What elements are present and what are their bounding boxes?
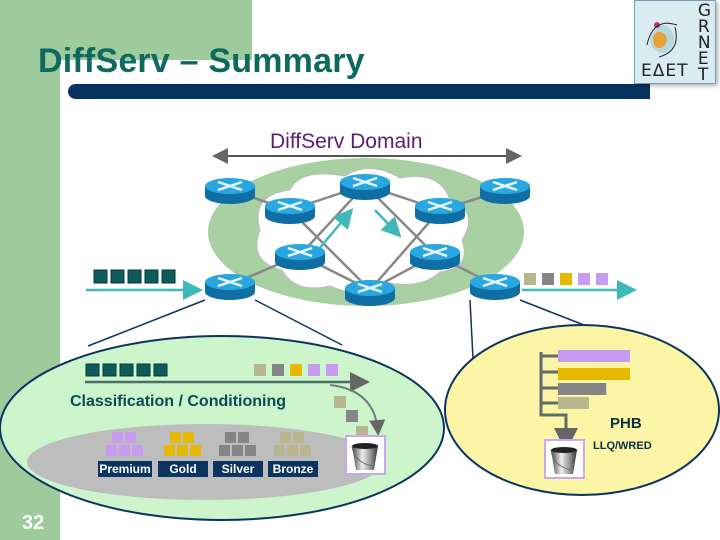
router-icon bbox=[265, 198, 315, 224]
router-icon bbox=[275, 244, 325, 270]
packet bbox=[596, 273, 608, 285]
zoom-line bbox=[87, 299, 206, 347]
queue-bar-premium bbox=[558, 350, 630, 362]
router-icon bbox=[205, 178, 255, 204]
queue-bar-gold bbox=[558, 368, 630, 380]
class-stack-premium bbox=[106, 432, 143, 456]
packet bbox=[326, 364, 338, 376]
router-icon bbox=[415, 198, 465, 224]
page-number: 32 bbox=[22, 512, 45, 534]
llq-wred-label: LLQ/WRED bbox=[593, 440, 652, 452]
packet bbox=[127, 269, 142, 284]
class-tag-bronze: Bronze bbox=[268, 461, 318, 477]
phb-label: PHB bbox=[610, 415, 642, 432]
router-icon bbox=[340, 174, 390, 200]
packet bbox=[560, 273, 572, 285]
packet bbox=[290, 364, 302, 376]
globe-icon bbox=[646, 22, 678, 58]
packet bbox=[102, 363, 117, 377]
packet bbox=[161, 269, 176, 284]
bucket-icon bbox=[544, 439, 585, 479]
logo-letter: G bbox=[697, 1, 711, 21]
slide-title: DiffServ – Summary bbox=[38, 42, 365, 80]
phb-ellipse bbox=[444, 324, 720, 496]
logo-letter: R bbox=[697, 17, 710, 37]
bucket-icon bbox=[345, 435, 386, 475]
packet bbox=[110, 269, 125, 284]
zoom-line bbox=[254, 299, 343, 346]
queue-bar-silver bbox=[558, 383, 607, 395]
class-tag-premium: Premium bbox=[98, 461, 152, 477]
flow-arrow-up bbox=[317, 208, 354, 251]
packet bbox=[136, 363, 151, 377]
packet bbox=[578, 273, 590, 285]
diffserv-domain-label: DiffServ Domain bbox=[270, 130, 423, 153]
top-decorative-band bbox=[0, 0, 252, 60]
flow-arrow-down bbox=[374, 209, 402, 238]
router-icon bbox=[410, 244, 460, 270]
dropped-packet bbox=[346, 410, 358, 422]
packet bbox=[272, 364, 284, 376]
class-stack-silver bbox=[219, 432, 256, 456]
logo-letter: T bbox=[697, 65, 709, 85]
packet bbox=[153, 363, 168, 377]
router-icon bbox=[480, 178, 530, 204]
class-tag-gold: Gold bbox=[158, 461, 208, 477]
packet bbox=[542, 273, 554, 285]
packet bbox=[524, 273, 536, 285]
logo-letter: E bbox=[697, 49, 709, 69]
class-stack-bronze bbox=[274, 432, 311, 456]
router-icon bbox=[205, 274, 255, 300]
packet bbox=[119, 363, 134, 377]
queue-bar-bronze bbox=[558, 397, 589, 409]
router-icon bbox=[470, 274, 520, 300]
queue-tree bbox=[539, 352, 568, 440]
packet bbox=[93, 269, 108, 284]
drop-curve-arrow bbox=[329, 384, 386, 436]
packet bbox=[308, 364, 320, 376]
logo-letters: G R N E T bbox=[697, 1, 711, 85]
router-icon bbox=[345, 280, 395, 306]
class-stack-gold bbox=[164, 432, 201, 456]
packet bbox=[144, 269, 159, 284]
logo-greek-text: ΕΔΕΤ bbox=[641, 61, 689, 81]
dropped-packet bbox=[334, 396, 346, 408]
packet bbox=[85, 363, 100, 377]
grnet-logo: G R N E T ΕΔΕΤ bbox=[634, 0, 716, 84]
title-underline-bar bbox=[68, 84, 650, 99]
packet bbox=[254, 364, 266, 376]
classification-label: Classification / Conditioning bbox=[70, 393, 286, 410]
logo-letter: N bbox=[697, 33, 711, 53]
class-tag-silver: Silver bbox=[213, 461, 263, 477]
